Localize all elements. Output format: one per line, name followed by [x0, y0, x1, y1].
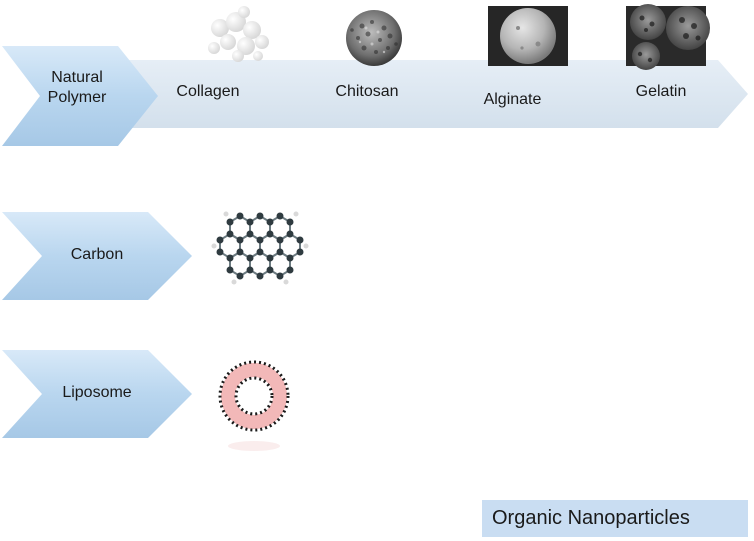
carbon-chevron	[2, 212, 192, 300]
liposome-chevron	[2, 350, 192, 438]
alginate-chevron	[415, 60, 598, 128]
alginate-label: Alginate	[483, 91, 542, 108]
chitosan-label: Chitosan	[335, 83, 399, 100]
gelatin-chevron	[565, 60, 748, 128]
natural-polymer-chevron	[2, 46, 158, 146]
natural-polymer-label-line1: Natural	[51, 69, 103, 86]
liposome-bilayer-ring-icon	[218, 360, 290, 451]
graphene-lattice-icon	[219, 214, 301, 278]
gelatin-label: Gelatin	[635, 83, 687, 100]
collagen-label: Collagen	[176, 83, 240, 100]
carbon-label: Carbon	[70, 246, 124, 263]
liposome-label: Liposome	[62, 384, 132, 401]
collagen-chevron	[122, 60, 302, 128]
collagen-particles-icon	[208, 6, 269, 62]
chitosan-chevron	[270, 60, 450, 128]
gelatin-porous-spheres-icon	[626, 4, 710, 70]
graphene-atoms	[216, 212, 304, 280]
graphene-edge-atoms	[211, 211, 309, 285]
natural-polymer-label-line2: Polymer	[47, 89, 107, 106]
alginate-bead-micrograph-icon	[488, 6, 568, 66]
organic-nanoparticles-box: Organic Nanoparticles	[482, 500, 748, 537]
chitosan-porous-sphere-icon	[346, 10, 402, 66]
natural-polymer-label: Natural Polymer	[22, 68, 132, 108]
